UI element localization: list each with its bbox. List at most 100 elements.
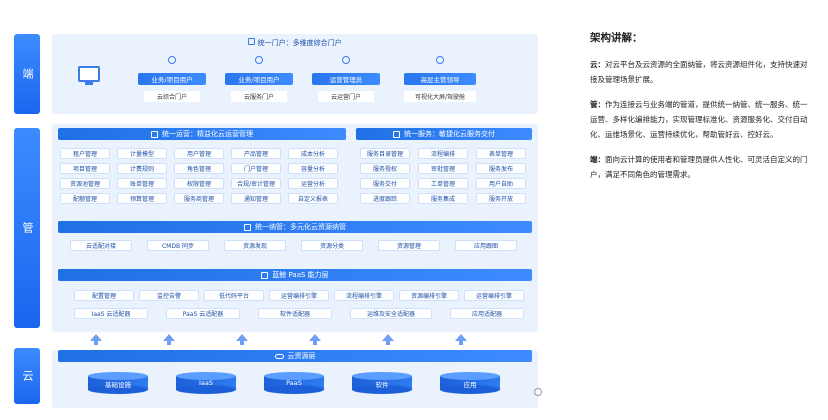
arrow-up-icon [236,334,248,345]
cylinder-label: IaaS [198,379,213,387]
svc-header: 统一服务：敏捷化云服务交付 [356,128,532,140]
explanation-item: 管：作为连接云与业务端的管道，提供统一纳管、统一服务、统一运营、多样化编排能力，… [590,97,812,142]
ops-item: 角色管理 [174,163,224,174]
ops-item: 账单管理 [117,178,167,189]
svc-item: 服务开放 [476,193,526,204]
cloud-header: 云资源层 [58,350,532,362]
cube-icon [248,38,256,45]
paas-adapter: IaaS 云适配器 [74,308,148,319]
paas-header: 蓝鲸 PaaS 能力层 [58,269,532,281]
architecture-diagram: 端 管 云 统一门户：多维度综合门户 业务/项目用户 云综合门户 业务/项目用户… [14,34,542,408]
explanation-key: 端： [590,155,605,164]
ops-item: 配额管理 [60,193,110,204]
person-icon [342,56,350,64]
cloud-cylinder: 基础设施 [88,372,148,394]
paas-adapter: 应用适配器 [450,308,524,319]
svc-item: 服务集成 [418,193,468,204]
cylinder-label: 软件 [375,381,389,389]
ops-item: 产品管理 [231,148,281,159]
paas-item: 流程编排引擎 [334,290,394,301]
cube-icon [393,130,400,138]
layers-icon [261,271,269,279]
explanation-item: 端：面向云计算的使用者和管理员提供人性化、可灵活自定义的门户，满足不同角色的管理… [590,152,812,182]
ops-item: 合规/审计管理 [231,178,281,189]
ops-item: 门户管理 [231,163,281,174]
portal-panel: 统一门户：多维度综合门户 业务/项目用户 云综合门户 业务/项目用户 云服务门户… [52,34,538,114]
cloud-icon [274,353,284,359]
arrow-up-icon [382,334,394,345]
ops-header: 统一运营：精益化云运营管理 [58,128,346,140]
arrow-up-icon [163,334,175,345]
monitor-icon [78,66,100,82]
explanation-item: 云：对云平台及云资源的全面纳管，将云资源组件化，支持快速对接及管理场景扩展。 [590,57,812,87]
cloud-cylinder: IaaS [176,372,236,394]
side-label-guan: 管 [14,128,40,328]
paas-adapter: 运维及安全适配器 [350,308,432,319]
side-label-yun: 云 [14,348,40,404]
cube-icon [151,130,158,138]
arrow-up-icon [309,334,321,345]
portal-tag: 云综合门户 [144,91,200,102]
cloud-cylinder: PaaS [264,372,324,394]
nanguan-item: CMDB 同步 [147,240,209,251]
ops-item: 计费规则 [117,163,167,174]
nanguan-item: 云适配对接 [70,240,132,251]
cylinder-label: 基础设施 [105,381,131,389]
nanguan-header-text: 统一纳管：多元化云资源纳管 [255,223,346,231]
ops-item: 服务商管理 [174,193,224,204]
role-tag: 运营管理员 [312,73,380,85]
cylinder-label: PaaS [286,379,302,387]
explanation-title: 架构讲解： [590,32,643,44]
arrow-up-icon [90,334,102,345]
person-icon [255,56,263,64]
ops-item: 资源池管理 [60,178,110,189]
cloud-panel: 云资源层 基础设施 IaaS PaaS 软件 应用 [52,350,538,408]
svc-item: 服务发布 [476,163,526,174]
svc-item: 进度跟踪 [360,193,410,204]
side-label-duan: 端 [14,34,40,114]
explanation-key: 管： [590,100,605,109]
paas-item: 资源编排引擎 [399,290,459,301]
svc-item: 服务交付 [360,178,410,189]
ops-header-text: 统一运营：精益化云运营管理 [162,130,253,138]
ops-item: 用户管理 [174,148,224,159]
cylinder-label: 应用 [463,381,477,389]
role-tag: 高层主管领导 [404,73,476,85]
person-icon [168,56,176,64]
svc-item: 用户自助 [476,178,526,189]
svc-header-text: 统一服务：敏捷化云服务交付 [404,130,495,138]
management-panel: 统一运营：精益化云运营管理 租户管理 计量模型 用户管理 产品管理 成本分析 项… [52,124,538,332]
paas-adapter: PaaS 云适配器 [166,308,240,319]
explanation-key: 云： [590,60,605,69]
cloud-cylinder: 软件 [352,372,412,394]
arrow-up-icon [455,334,467,345]
portal-tag: 云服务门户 [231,91,287,102]
ops-item: 计量模型 [117,148,167,159]
explanation-text: 面向云计算的使用者和管理员提供人性化、可灵活自定义的门户，满足不同角色的管理需求… [590,155,808,179]
portal-tag: 云运营门户 [318,91,374,102]
paas-item: 运营编排引擎 [464,290,524,301]
svc-item: 审批管理 [418,163,468,174]
ops-item: 权限管理 [174,178,224,189]
nanguan-item: 资源发现 [224,240,286,251]
paas-header-text: 蓝鲸 PaaS 能力层 [272,271,329,279]
paas-item: 低代码平台 [204,290,264,301]
paas-item: 监控告警 [139,290,199,301]
svc-item: 服务授权 [360,163,410,174]
ops-item: 项目管理 [60,163,110,174]
svc-item: 表单管理 [476,148,526,159]
ops-item: 自定义报表 [288,193,338,204]
ops-item: 租户管理 [60,148,110,159]
role-tag: 业务/项目用户 [138,73,206,85]
ops-item: 预算管理 [117,193,167,204]
role-tag: 业务/项目用户 [225,73,293,85]
ops-item: 运营分析 [288,178,338,189]
cloud-header-text: 云资源层 [287,352,316,360]
zoom-icon[interactable] [534,388,542,396]
nanguan-header: 统一纳管：多元化云资源纳管 [58,221,532,233]
svc-item: 流程编排 [418,148,468,159]
explanation-text: 作为连接云与业务端的管道，提供统一纳管、统一服务、统一运营、多样化编排能力，实现… [590,100,808,139]
paas-adapter: 软件适配器 [258,308,332,319]
monitor-stand [85,82,93,85]
cloud-cylinder: 应用 [440,372,500,394]
